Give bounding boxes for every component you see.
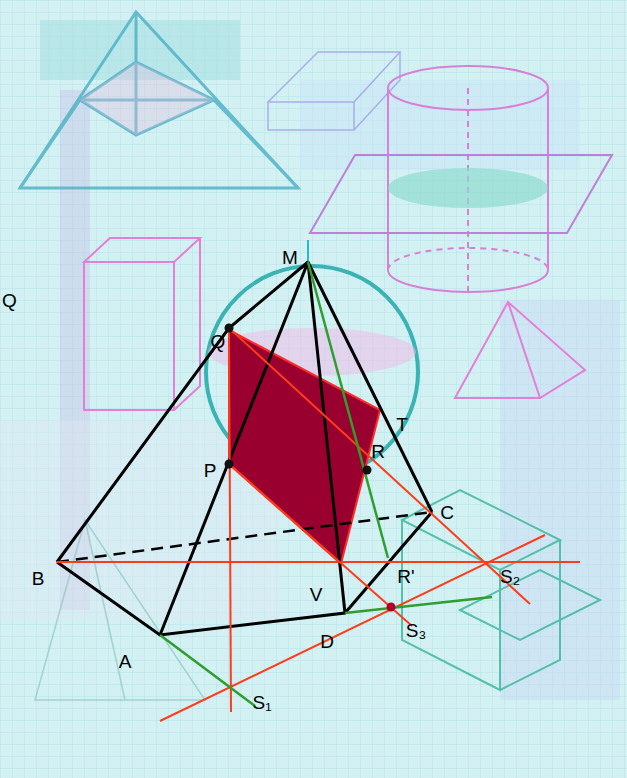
- point-label: Q: [211, 332, 226, 351]
- point-label: V: [310, 585, 323, 604]
- hidden-edge: [57, 512, 432, 562]
- construction-lines: [57, 328, 580, 721]
- point-label: P: [204, 461, 217, 480]
- point-label: D: [320, 632, 334, 651]
- point-label: Q: [2, 291, 17, 310]
- point-label: M: [282, 248, 298, 267]
- point-label: S₃: [406, 621, 426, 640]
- point-label: A: [119, 652, 132, 671]
- auxiliary-lines: [160, 262, 492, 706]
- axis-tick: [307, 240, 309, 262]
- point-label: B: [32, 569, 45, 588]
- point-label: S₂: [500, 567, 520, 586]
- point-label: T: [396, 415, 408, 434]
- points: [225, 324, 396, 612]
- pyramid-edges: [57, 262, 432, 635]
- point-label: S₁: [252, 693, 271, 712]
- point-label: R': [397, 567, 414, 586]
- point-label: R: [371, 442, 385, 461]
- point-label: C: [440, 503, 454, 522]
